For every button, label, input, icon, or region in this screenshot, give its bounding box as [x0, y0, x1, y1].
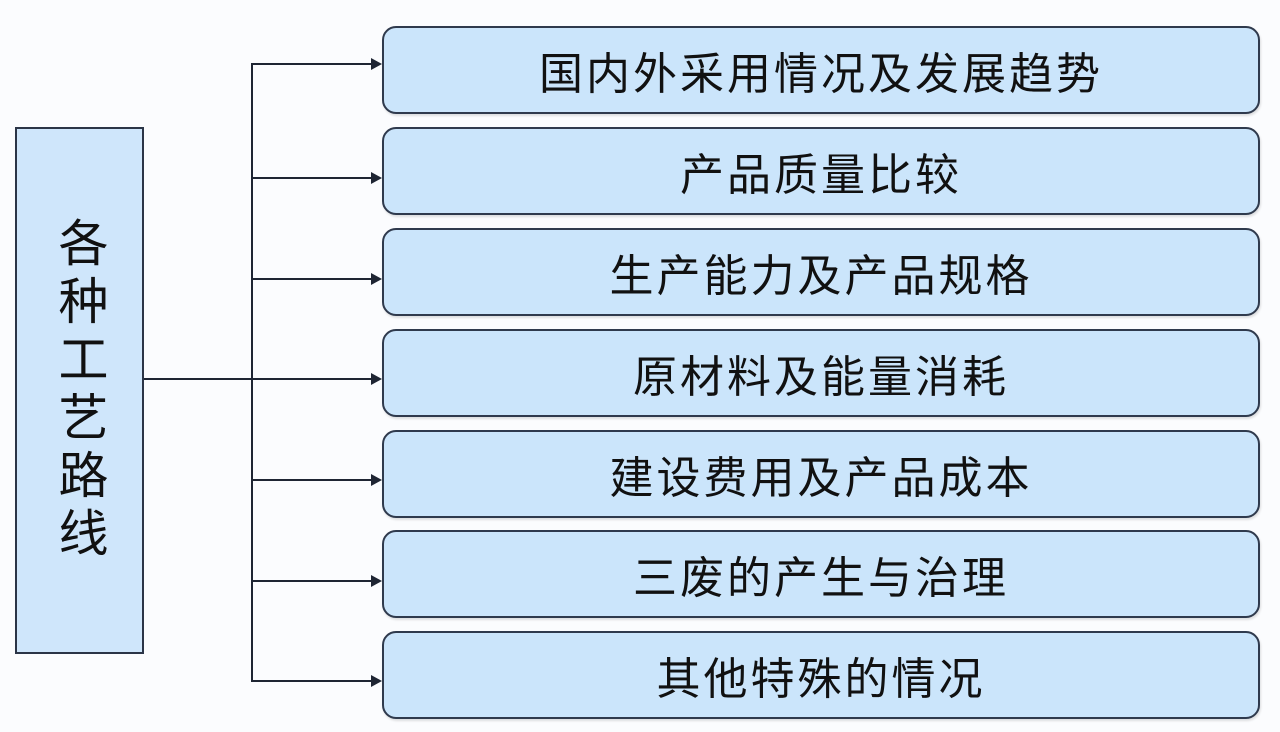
trunk-line — [251, 63, 253, 682]
item-label: 产品质量比较 — [680, 150, 962, 201]
arrow-icon — [371, 675, 382, 687]
branch-line-3 — [252, 278, 372, 280]
item-label: 三废的产生与治理 — [633, 553, 1009, 604]
item-label: 生产能力及产品规格 — [609, 251, 1033, 302]
item-label: 建设费用及产品成本 — [609, 453, 1033, 504]
item-box-7: 其他特殊的情况 — [382, 631, 1260, 719]
root-connector-line — [144, 378, 252, 380]
branch-line-2 — [252, 177, 372, 179]
branch-line-5 — [252, 479, 372, 481]
branch-line-6 — [252, 580, 372, 582]
root-node-box: 各种工艺路线 — [15, 127, 144, 654]
item-label: 其他特殊的情况 — [656, 654, 986, 705]
branch-line-1 — [252, 63, 372, 65]
branch-line-7 — [252, 680, 372, 682]
item-box-6: 三废的产生与治理 — [382, 530, 1260, 618]
arrow-icon — [371, 575, 382, 587]
item-box-4: 原材料及能量消耗 — [382, 329, 1260, 417]
item-box-5: 建设费用及产品成本 — [382, 430, 1260, 518]
item-box-2: 产品质量比较 — [382, 127, 1260, 215]
item-box-3: 生产能力及产品规格 — [382, 228, 1260, 316]
item-label: 国内外采用情况及发展趋势 — [539, 49, 1103, 100]
branch-line-4 — [252, 378, 372, 380]
item-label: 原材料及能量消耗 — [633, 352, 1009, 403]
arrow-icon — [371, 172, 382, 184]
arrow-icon — [371, 474, 382, 486]
arrow-icon — [371, 58, 382, 70]
root-node-label: 各种工艺路线 — [50, 216, 109, 565]
item-box-1: 国内外采用情况及发展趋势 — [382, 26, 1260, 114]
arrow-icon — [371, 273, 382, 285]
arrow-icon — [371, 373, 382, 385]
